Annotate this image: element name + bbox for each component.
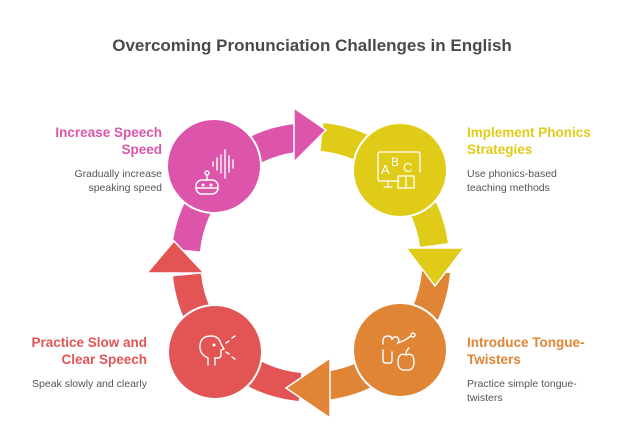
svg-text:A: A (381, 162, 390, 177)
step-label-implement-phonics: Implement Phonics Strategies Use phonics… (467, 124, 624, 195)
step-heading-line2: Clear Speech (61, 352, 147, 367)
step-heading: Increase Speech Speed (2, 124, 162, 158)
svg-text:C: C (403, 160, 412, 175)
step-description-line2: speaking speed (88, 182, 162, 194)
step-circle-orange (352, 302, 448, 398)
step-label-increase-speech-speed: Increase Speech Speed Gradually increase… (2, 124, 162, 195)
step-heading-line1: Introduce Tongue- (467, 335, 585, 350)
step-heading-line2: Twisters (467, 352, 521, 367)
tongue-apple-icon (382, 332, 416, 371)
arrow-head-orange (284, 356, 331, 420)
arrow-head-red (145, 239, 206, 274)
step-circle-yellow (352, 122, 448, 218)
svg-text:B: B (391, 155, 399, 169)
step-description-line1: Practice simple tongue- (467, 378, 577, 390)
step-description: Use phonics-based teaching methods (467, 167, 624, 195)
step-label-introduce-tongue-twisters: Introduce Tongue- Twisters Practice simp… (467, 334, 624, 405)
step-circle-red (167, 304, 263, 400)
step-description: Practice simple tongue- twisters (467, 377, 624, 405)
abc-board-book-icon: A B C (377, 151, 421, 189)
step-description-line2: teaching methods (467, 182, 550, 194)
step-heading-line1: Increase Speech (55, 125, 162, 140)
step-description-line1: Gradually increase (74, 168, 162, 180)
step-description-line1: Use phonics-based (467, 168, 557, 180)
page-title: Overcoming Pronunciation Challenges in E… (112, 36, 512, 55)
speaking-head-icon (199, 335, 236, 366)
step-description: Speak slowly and clearly (0, 377, 147, 391)
step-heading: Introduce Tongue- Twisters (467, 334, 624, 368)
step-heading-line2: Speed (121, 142, 162, 157)
step-heading-line2: Strategies (467, 142, 533, 157)
step-heading-line1: Practice Slow and (31, 335, 147, 350)
step-label-practice-slow-clear-speech: Practice Slow and Clear Speech Speak slo… (0, 334, 147, 391)
step-heading-line1: Implement Phonics (467, 125, 591, 140)
arrow-head-pink (293, 106, 328, 164)
step-circle-pink (166, 118, 262, 214)
step-description-line2: twisters (467, 392, 503, 404)
step-description: Gradually increase speaking speed (2, 167, 162, 195)
step-description-line1: Speak slowly and clearly (32, 378, 147, 390)
robot-voice-icon (195, 149, 234, 195)
arrow-head-yellow (404, 247, 466, 288)
step-heading: Implement Phonics Strategies (467, 124, 624, 158)
step-heading: Practice Slow and Clear Speech (0, 334, 147, 368)
